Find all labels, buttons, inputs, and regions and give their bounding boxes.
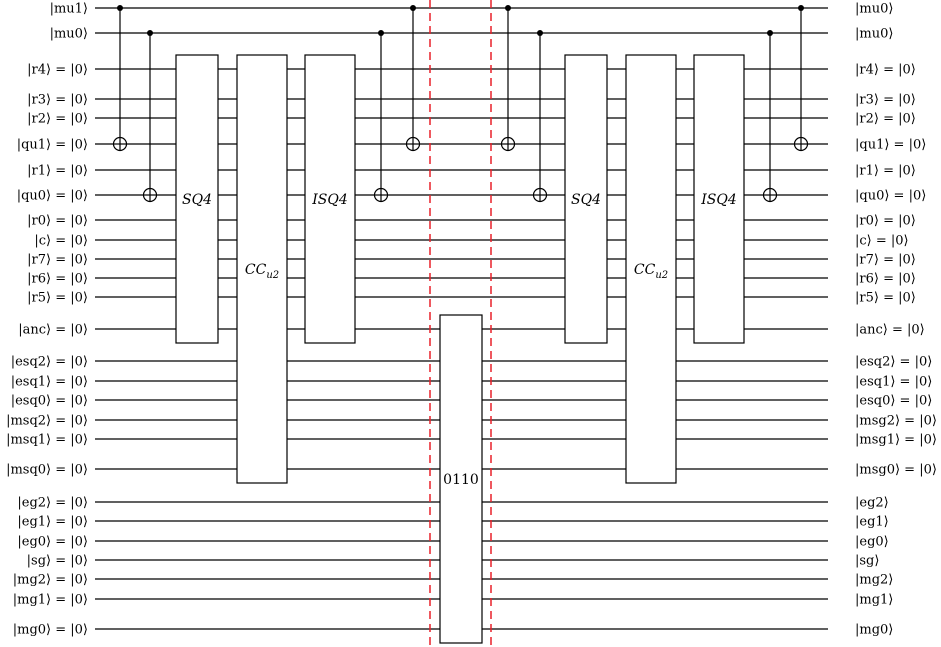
left-label-eg0: |eg0⟩ = |0⟩ <box>17 535 88 550</box>
right-label-r1: |r1⟩ = |0⟩ <box>855 164 916 179</box>
control-dot <box>798 5 804 11</box>
right-label-sg: |sg⟩ <box>855 554 879 569</box>
right-label-mu1: |mu0⟩ <box>855 2 893 17</box>
left-label-r7: |r7⟩ = |0⟩ <box>27 253 88 268</box>
left-label-r5: |r5⟩ = |0⟩ <box>27 291 88 306</box>
right-label-r7: |r7⟩ = |0⟩ <box>855 253 916 268</box>
barrier-layer <box>429 0 492 647</box>
right-label-r4: |r4⟩ = |0⟩ <box>855 63 916 78</box>
cnot-gate <box>762 30 778 203</box>
right-label-r0: |r0⟩ = |0⟩ <box>855 214 916 229</box>
right-label-esq2: |esq2⟩ = |0⟩ <box>855 355 932 370</box>
right-label-c: |c⟩ = |0⟩ <box>855 234 909 249</box>
right-label-anc: |anc⟩ = |0⟩ <box>855 323 925 338</box>
left-label-mg2: |mg2⟩ = |0⟩ <box>13 573 88 588</box>
control-dot <box>537 30 543 36</box>
gate-rect <box>625 54 677 484</box>
left-label-qu0: |qu0⟩ = |0⟩ <box>17 189 88 204</box>
gate-box-isq4: ISQ4 <box>693 54 745 344</box>
gate-rect <box>564 54 608 344</box>
right-label-msq1: |msg1⟩ = |0⟩ <box>855 433 937 448</box>
left-label-mu1: |mu1⟩ <box>50 2 88 17</box>
left-label-msq2: |msq2⟩ = |0⟩ <box>6 414 88 429</box>
gate-label: 0110 <box>443 472 479 488</box>
gate-label: SQ4 <box>571 192 601 208</box>
gate-label: ISQ4 <box>700 192 737 208</box>
left-label-esq1: |esq1⟩ = |0⟩ <box>11 375 88 390</box>
cnot-gate <box>112 5 128 152</box>
right-label-r2: |r2⟩ = |0⟩ <box>855 112 916 127</box>
cnot-gate <box>532 30 548 203</box>
control-dot <box>147 30 153 36</box>
gate-box-cc: CCu2 <box>625 54 677 484</box>
gate-label: ISQ4 <box>311 192 348 208</box>
gate-rect <box>236 54 288 484</box>
left-label-esq0: |esq0⟩ = |0⟩ <box>11 394 88 409</box>
left-qubit-labels: |mu1⟩ |mu0⟩ |r4⟩ = |0⟩ |r3⟩ = |0⟩ |r2⟩ = |0⟩… <box>6 2 88 638</box>
cnot-gate <box>405 5 421 152</box>
gate-rect <box>175 54 219 344</box>
left-label-r6: |r6⟩ = |0⟩ <box>27 272 88 287</box>
gate-rect <box>304 54 356 344</box>
left-label-r3: |r3⟩ = |0⟩ <box>27 93 88 108</box>
cnot-gate <box>373 30 389 203</box>
left-label-sg: |sg⟩ = |0⟩ <box>27 554 88 569</box>
right-label-eg2: |eg2⟩ <box>855 496 889 511</box>
right-label-mg1: |mg1⟩ <box>855 593 893 608</box>
right-label-mu0: |mu0⟩ <box>855 27 893 42</box>
right-label-esq1: |esq1⟩ = |0⟩ <box>855 375 932 390</box>
gate-label: CCu2 <box>634 262 668 281</box>
left-label-esq2: |esq2⟩ = |0⟩ <box>11 355 88 370</box>
right-label-msq0: |msg0⟩ = |0⟩ <box>855 463 937 478</box>
gate-rect <box>693 54 745 344</box>
gate-rect <box>439 314 483 644</box>
left-label-anc: |anc⟩ = |0⟩ <box>18 323 88 338</box>
left-label-r4: |r4⟩ = |0⟩ <box>27 63 88 78</box>
gate-box-0110: 0110 <box>439 314 483 644</box>
right-label-esq0: |esq0⟩ = |0⟩ <box>855 394 932 409</box>
left-label-msq1: |msq1⟩ = |0⟩ <box>6 433 88 448</box>
right-label-r5: |r5⟩ = |0⟩ <box>855 291 916 306</box>
left-label-msq0: |msq0⟩ = |0⟩ <box>6 463 88 478</box>
control-dot <box>117 5 123 11</box>
right-label-qu1: |qu1⟩ = |0⟩ <box>855 138 926 153</box>
left-label-eg1: |eg1⟩ = |0⟩ <box>17 515 88 530</box>
right-qubit-labels: |mu0⟩ |mu0⟩ |r4⟩ = |0⟩ |r3⟩ = |0⟩ |r2⟩ = |0⟩… <box>855 2 937 638</box>
right-label-mg2: |mg2⟩ <box>855 573 893 588</box>
gate-box-cc: CCu2 <box>236 54 288 484</box>
left-label-r0: |r0⟩ = |0⟩ <box>27 214 88 229</box>
right-label-msq2: |msg2⟩ = |0⟩ <box>855 414 937 429</box>
gate-box-sq4: SQ4 <box>564 54 608 344</box>
control-dot <box>378 30 384 36</box>
left-label-mg0: |mg0⟩ = |0⟩ <box>13 623 88 638</box>
left-label-mu0: |mu0⟩ <box>50 27 88 42</box>
gate-box-sq4: SQ4 <box>175 54 219 344</box>
left-label-mg1: |mg1⟩ = |0⟩ <box>13 593 88 608</box>
right-label-eg0: |eg0⟩ <box>855 535 889 550</box>
right-label-mg0: |mg0⟩ <box>855 623 893 638</box>
control-dot <box>505 5 511 11</box>
control-dot <box>410 5 416 11</box>
gate-label: SQ4 <box>182 192 212 208</box>
gate-box-isq4: ISQ4 <box>304 54 356 344</box>
cnot-gate <box>500 5 516 152</box>
left-label-qu1: |qu1⟩ = |0⟩ <box>17 138 88 153</box>
cnot-gate <box>142 30 158 203</box>
cnot-gate <box>793 5 809 152</box>
left-label-c: |c⟩ = |0⟩ <box>34 234 88 249</box>
right-label-qu0: |qu0⟩ = |0⟩ <box>855 189 926 204</box>
left-label-eg2: |eg2⟩ = |0⟩ <box>17 496 88 511</box>
left-label-r1: |r1⟩ = |0⟩ <box>27 164 88 179</box>
left-label-r2: |r2⟩ = |0⟩ <box>27 112 88 127</box>
right-label-eg1: |eg1⟩ <box>855 515 889 530</box>
control-dot <box>767 30 773 36</box>
gate-label: CCu2 <box>245 262 279 281</box>
right-label-r3: |r3⟩ = |0⟩ <box>855 93 916 108</box>
right-label-r6: |r6⟩ = |0⟩ <box>855 272 916 287</box>
